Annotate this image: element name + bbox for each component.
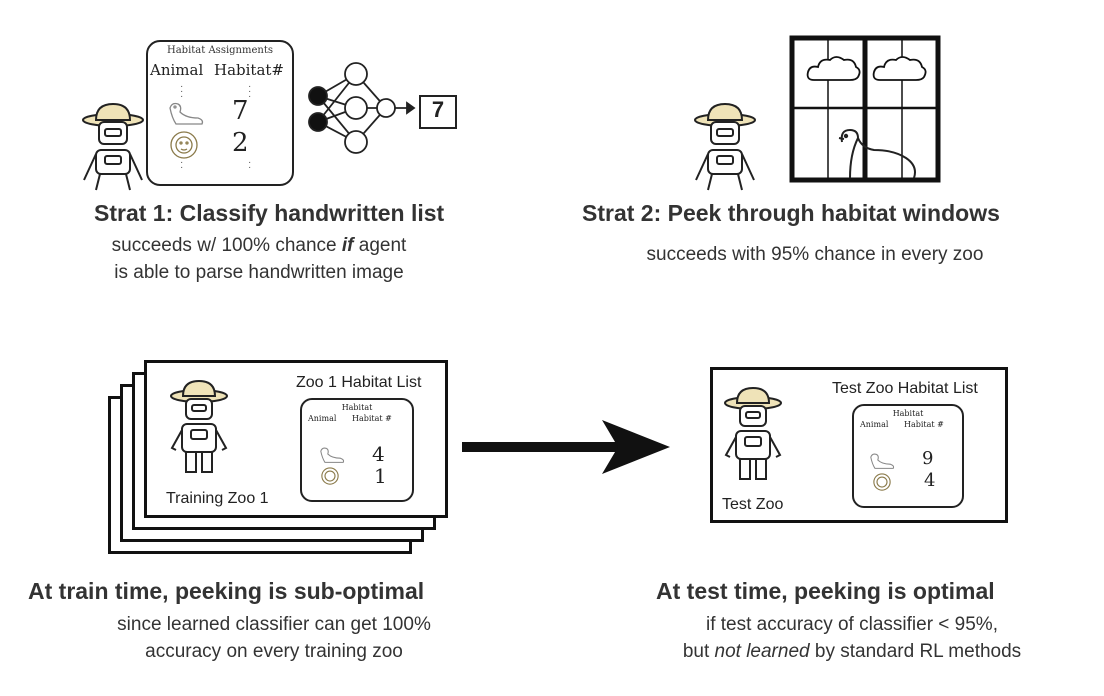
ellipsis-dots: ·· (248, 157, 252, 173)
output-value: 7 (431, 97, 445, 122)
strat1-description-line1: succeeds w/ 100% chance if agent (111, 235, 407, 256)
robot-icon (694, 102, 756, 191)
col-animal-label: Animal (308, 414, 337, 423)
zoo-label: Training Zoo 1 (166, 490, 269, 507)
robot-icon (170, 379, 228, 473)
lion-icon (321, 467, 339, 485)
strat2-heading: Strat 2: Peek through habitat windows (582, 200, 1000, 226)
card-title: Habitat (892, 409, 924, 418)
col-habitat-label: Habitat # (904, 420, 944, 429)
output-box (419, 95, 457, 129)
strat1-heading: Strat 1: Classify handwritten list (94, 200, 445, 226)
otter-icon (838, 128, 916, 179)
ellipsis-dots: ·· (180, 157, 184, 173)
zoo-list-title: Zoo 1 Habitat List (296, 374, 422, 391)
otter-icon (870, 453, 895, 469)
train-description-line1: since learned classifier can get 100% (117, 614, 431, 635)
otter-icon (320, 447, 345, 463)
strat1-description-line2: is able to parse handwritten image (114, 262, 404, 283)
habitat-list-card (300, 398, 414, 502)
robot-icon (82, 102, 144, 191)
ellipsis-dots: ··· (180, 81, 184, 102)
test-description-line1: if test accuracy of classifier < 95%, (706, 614, 998, 635)
lion-icon (170, 131, 198, 159)
ellipsis-dots: ··· (248, 81, 252, 102)
col-habitat-label: Habitat # (352, 414, 392, 423)
arrow-icon (462, 420, 670, 474)
test-heading: At test time, peeking is optimal (656, 578, 995, 604)
lion-icon (873, 473, 891, 491)
habitat-number: 9 (922, 448, 934, 469)
test-description-line2: but not learned by standard RL methods (682, 641, 1022, 662)
habitat-number: 1 (374, 464, 387, 488)
otter-icon (169, 102, 204, 125)
habitat-list-card (852, 404, 964, 508)
cloud-icon (806, 56, 861, 81)
robot-icon (724, 386, 782, 480)
col-animal-label: Animal (860, 420, 889, 429)
zoo-list-title: Test Zoo Habitat List (832, 380, 978, 397)
cloud-icon (872, 56, 927, 81)
card-title: Habitat (341, 403, 373, 412)
habitat-number: 4 (924, 470, 936, 491)
habitat-number: 4 (372, 442, 385, 466)
col-animal-label: Animal (150, 61, 204, 79)
habitat-number: 2 (232, 128, 249, 158)
strat2-description: succeeds with 95% chance in every zoo (646, 244, 984, 265)
card-title: Habitat Assignments (167, 45, 273, 56)
zoo-label: Test Zoo (722, 496, 784, 513)
train-description-line2: accuracy on every training zoo (145, 641, 403, 662)
habitat-number: 7 (232, 96, 249, 126)
train-heading: At train time, peeking is sub-optimal (28, 578, 425, 604)
neural-network-icon (308, 62, 416, 154)
col-habitat-label: Habitat# (214, 61, 284, 79)
